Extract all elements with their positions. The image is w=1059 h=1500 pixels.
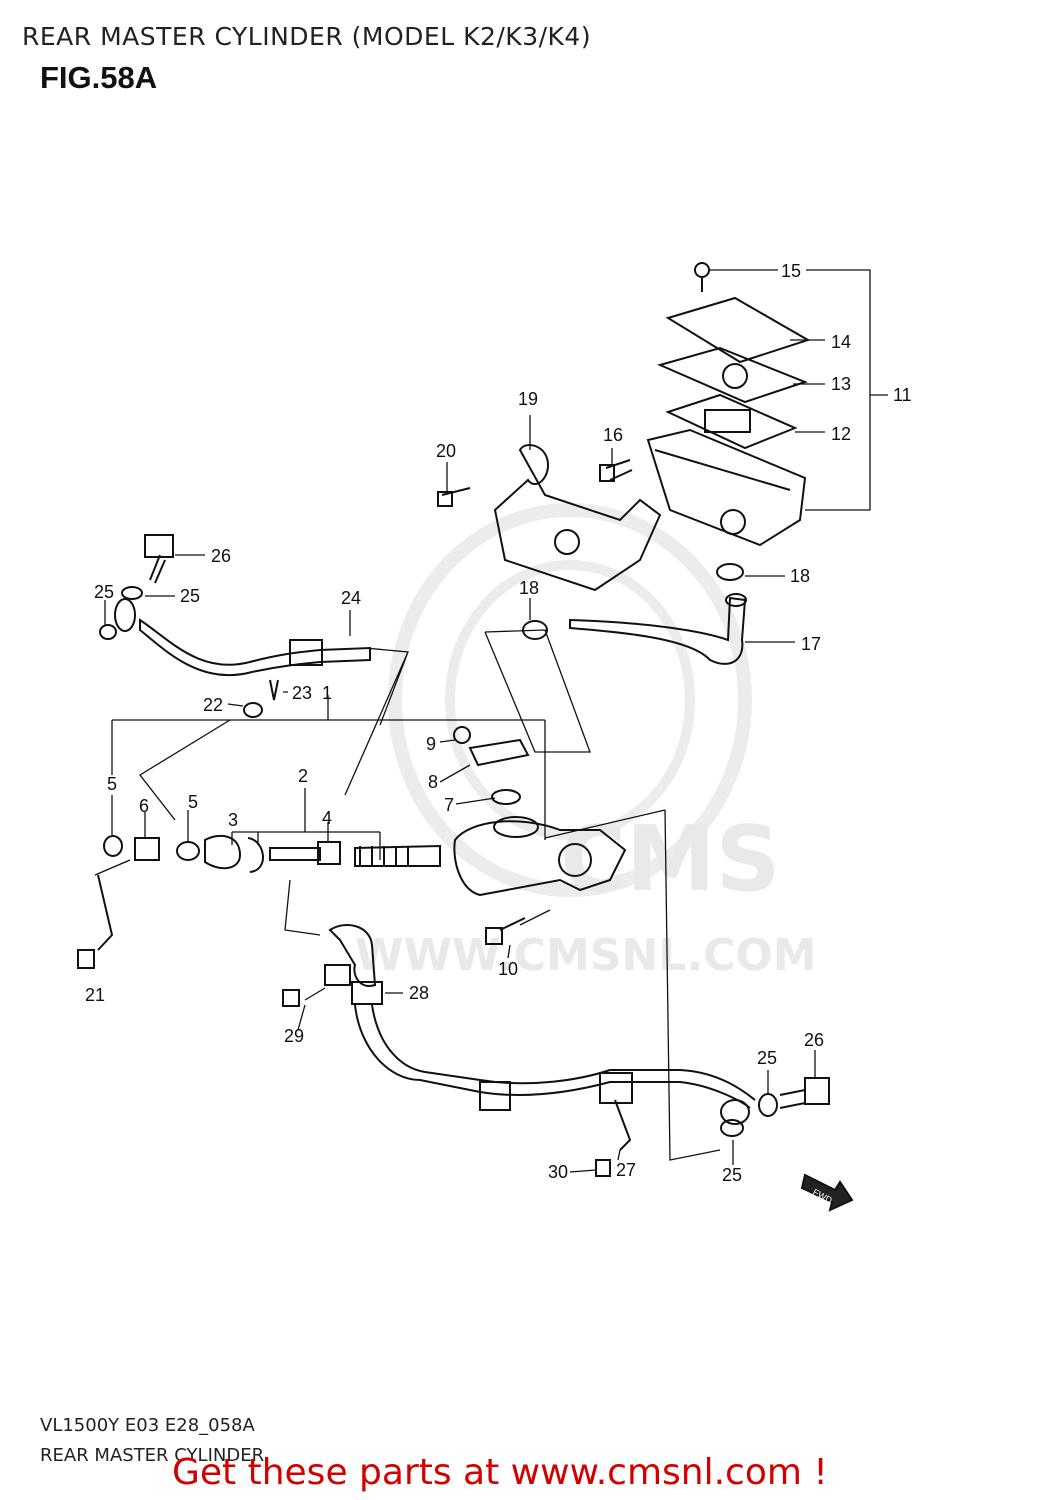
callout-5b: 5 xyxy=(188,792,198,812)
callout-19: 19 xyxy=(518,389,538,409)
callout-18b: 18 xyxy=(519,578,539,598)
cta-link[interactable]: Get these parts at www.cmsnl.com ! xyxy=(172,1452,828,1493)
callout-24: 24 xyxy=(341,588,361,608)
callout-29: 29 xyxy=(284,1026,304,1046)
callout-8: 8 xyxy=(428,772,438,792)
diagram-code: VL1500Y E03 E28_058A xyxy=(40,1415,255,1436)
callout-27: 27 xyxy=(616,1160,636,1180)
callout-15: 15 xyxy=(781,261,801,281)
callout-25b: 25 xyxy=(180,586,200,606)
callout-25c: 25 xyxy=(757,1048,777,1068)
callout-6: 6 xyxy=(139,796,149,816)
parts-drawing xyxy=(77,262,854,1212)
watermark: CMS WWW.CMSNL.COM xyxy=(355,503,817,981)
callout-10: 10 xyxy=(498,959,518,979)
callout-14: 14 xyxy=(831,332,851,352)
callout-labels: 1 2 3 4 5 5 6 7 8 9 10 11 12 13 14 15 16… xyxy=(85,261,912,1206)
callout-22: 22 xyxy=(203,695,223,715)
watermark-logo: CMS xyxy=(560,807,780,912)
callout-25a: 25 xyxy=(94,582,114,602)
callout-7: 7 xyxy=(444,795,454,815)
callout-18a: 18 xyxy=(790,566,810,586)
figure-title: FIG.58A xyxy=(40,60,158,95)
callout-23: 23 xyxy=(292,683,312,703)
callout-25d: 25 xyxy=(722,1165,742,1185)
callout-28: 28 xyxy=(409,983,429,1003)
callout-9: 9 xyxy=(426,734,436,754)
callout-3: 3 xyxy=(228,810,238,830)
callout-16: 16 xyxy=(603,425,623,445)
callout-26b: 26 xyxy=(804,1030,824,1050)
leader-lines xyxy=(94,269,888,1173)
callout-26a: 26 xyxy=(211,546,231,566)
callout-13: 13 xyxy=(831,374,851,394)
callout-4: 4 xyxy=(322,808,332,828)
callout-11: 11 xyxy=(893,385,912,405)
callout-21: 21 xyxy=(85,985,105,1005)
page-title: REAR MASTER CYLINDER (MODEL K2/K3/K4) xyxy=(22,22,592,51)
watermark-url: WWW.CMSNL.COM xyxy=(355,930,817,981)
callout-12: 12 xyxy=(831,424,851,444)
callout-2: 2 xyxy=(298,766,308,786)
callout-30: 30 xyxy=(548,1162,568,1182)
callout-17: 17 xyxy=(801,634,821,654)
callout-20: 20 xyxy=(436,441,456,461)
callout-5a: 5 xyxy=(107,774,117,794)
callout-1: 1 xyxy=(322,683,332,703)
diagram-subtitle: REAR MASTER CYLINDER xyxy=(40,1445,265,1466)
